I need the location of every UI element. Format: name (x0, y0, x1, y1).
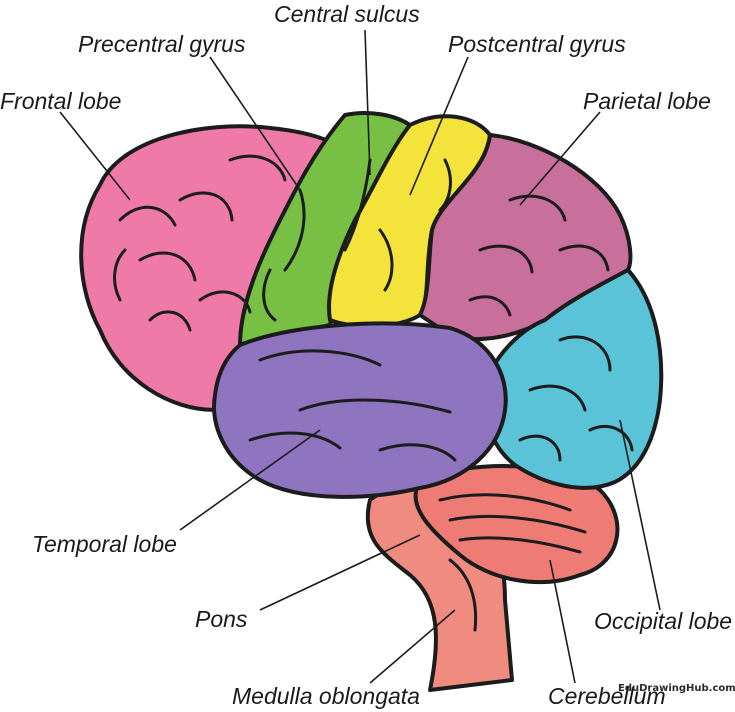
label-temporal-lobe: Temporal lobe (32, 531, 177, 557)
label-occipital-lobe: Occipital lobe (594, 608, 733, 634)
occipital-lobe-shape (482, 268, 664, 490)
watermark: EduDrawingHub.com (618, 683, 735, 694)
temporal-lobe-shape (212, 321, 508, 499)
label-medulla-oblongata: Medulla oblongata (232, 683, 420, 709)
label-central-sulcus: Central sulcus (274, 1, 420, 27)
label-frontal-lobe: Frontal lobe (0, 88, 122, 114)
leader-lines (59, 29, 661, 684)
label-pons: Pons (195, 606, 248, 632)
gyri-folds (113, 154, 634, 632)
label-precentral-gyrus: Precentral gyrus (78, 31, 246, 57)
label-postcentral-gyrus: Postcentral gyrus (448, 31, 626, 57)
label-parietal-lobe: Parietal lobe (583, 88, 711, 114)
label-cerebellum: Cerebellum (548, 683, 666, 709)
